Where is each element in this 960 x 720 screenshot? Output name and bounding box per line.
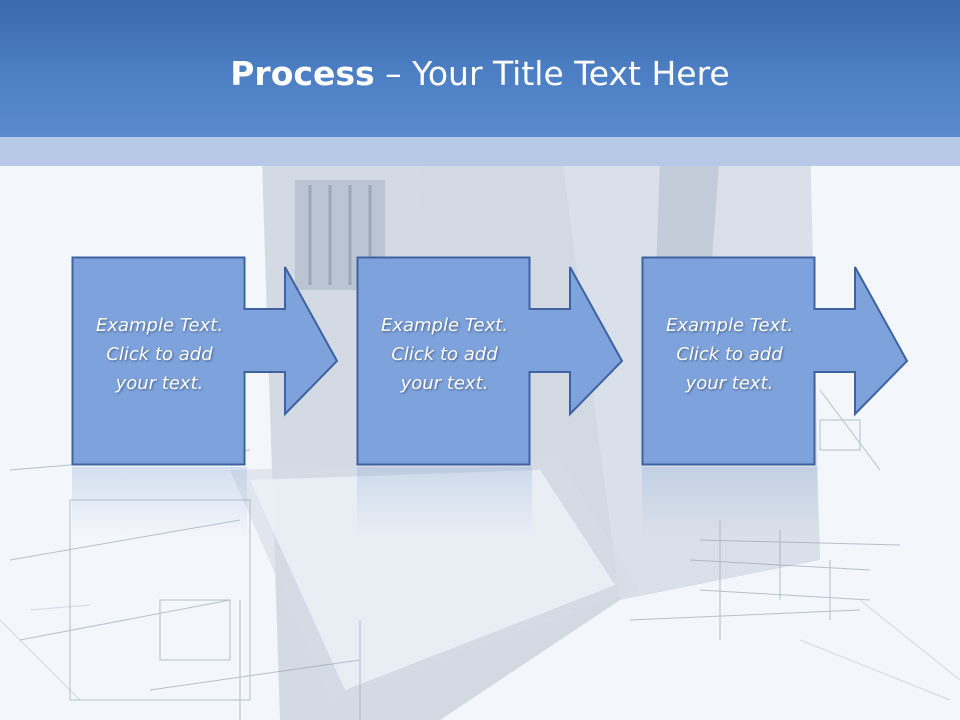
step-3-text: Example Text. Click to add your text. <box>642 311 817 398</box>
step-3-arrow-shape <box>641 256 909 466</box>
step-2-line-3: your text. <box>400 373 489 394</box>
title-bar <box>0 0 960 137</box>
step-3-line-1: Example Text. <box>665 315 794 336</box>
step-1-line-2: Click to add <box>106 344 213 365</box>
step-1-text: Example Text. Click to add your text. <box>72 311 247 398</box>
step-2-arrow-shape <box>356 256 624 466</box>
step-3-line-3: your text. <box>685 373 774 394</box>
process-step-1[interactable]: Example Text. Click to add your text. <box>71 256 339 466</box>
title-bold-text: Process <box>230 54 375 93</box>
step-3-line-2: Click to add <box>676 344 783 365</box>
step-1-line-1: Example Text. <box>95 315 224 336</box>
process-step-3[interactable]: Example Text. Click to add your text. <box>641 256 909 466</box>
step-1-arrow-shape <box>71 256 339 466</box>
title-regular-text: – Your Title Text Here <box>374 54 730 93</box>
title-bar-underline <box>0 137 960 166</box>
step-1-line-3: your text. <box>115 373 204 394</box>
step-2-reflection <box>357 467 532 537</box>
step-2-line-1: Example Text. <box>380 315 509 336</box>
step-2-line-2: Click to add <box>391 344 498 365</box>
step-3-reflection <box>642 467 817 537</box>
slide-title[interactable]: Process – Your Title Text Here <box>0 52 960 96</box>
step-1-reflection <box>72 467 247 537</box>
process-step-2[interactable]: Example Text. Click to add your text. <box>356 256 624 466</box>
step-2-text: Example Text. Click to add your text. <box>357 311 532 398</box>
